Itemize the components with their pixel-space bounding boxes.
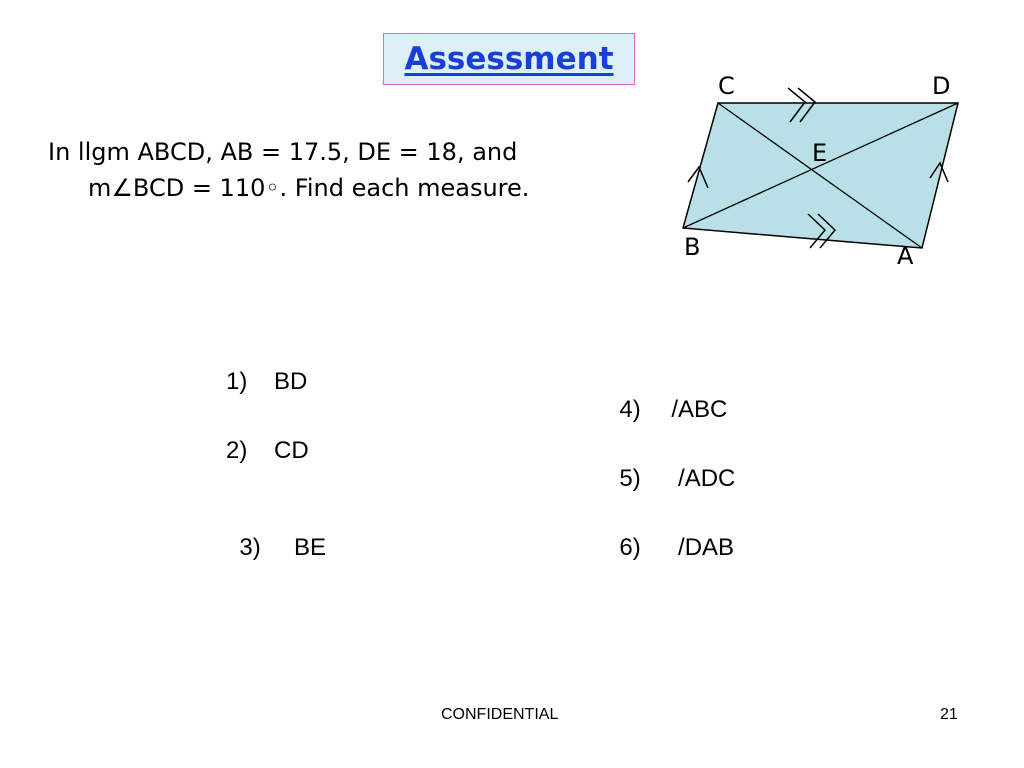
question-5: 5) /ADC xyxy=(606,437,735,493)
question-number: 1) xyxy=(226,368,248,395)
problem-statement: In llgm ABCD, AB = 17.5, DE = 18, and m∠… xyxy=(48,134,648,206)
question-6: 6) /DAB xyxy=(606,506,734,562)
parallel-mark-left xyxy=(687,165,709,189)
vertex-label-a: A xyxy=(897,242,914,270)
vertex-label-e: E xyxy=(812,139,827,167)
question-number: 6) xyxy=(619,534,641,561)
angle-bcd-text: BCD = 110 xyxy=(132,174,266,202)
question-angle: / xyxy=(671,465,685,492)
question-angle: / xyxy=(671,396,679,423)
diagonal-bd xyxy=(682,102,959,229)
question-4: 4) /ABC xyxy=(606,368,727,424)
page-title: Assessment xyxy=(404,41,614,77)
parallel-mark-top-2 xyxy=(797,87,817,123)
question-text: CD xyxy=(274,437,309,464)
angle-symbol: ∠ xyxy=(111,174,133,202)
question-2: 2) CD xyxy=(226,437,309,465)
parallel-mark-bottom-1 xyxy=(807,213,827,249)
vertex-label-c: C xyxy=(718,72,735,100)
page-number: 21 xyxy=(940,706,958,723)
parallel-mark-top-1 xyxy=(787,87,807,123)
problem-line-1: In llgm ABCD, AB = 17.5, DE = 18, and xyxy=(48,138,518,166)
question-number: 5) xyxy=(619,465,641,492)
question-number: 4) xyxy=(619,396,641,423)
question-text: ADC xyxy=(684,465,736,492)
question-number: 3) xyxy=(239,534,261,561)
question-text: BD xyxy=(274,368,308,395)
question-text: ABC xyxy=(678,396,728,423)
problem-instruction: . Find each measure. xyxy=(279,174,530,202)
problem-line-2: m∠BCD = 110◦. Find each measure. xyxy=(48,170,648,206)
footer-confidential: CONFIDENTIAL xyxy=(441,706,559,723)
parallel-mark-right xyxy=(929,161,949,183)
measure-prefix: m xyxy=(88,174,112,202)
question-angle: / xyxy=(671,534,685,561)
title-box: Assessment xyxy=(383,33,635,85)
question-number: 2) xyxy=(226,437,248,464)
degree-symbol: ◦ xyxy=(265,174,280,202)
vertex-label-b: B xyxy=(684,233,700,261)
question-1: 1) BD xyxy=(226,368,307,396)
vertex-label-d: D xyxy=(932,72,950,100)
question-3: 3) BE xyxy=(226,506,326,562)
diagonal-ca xyxy=(717,102,923,249)
parallelogram-diagram: C D E B A xyxy=(682,72,959,270)
question-text: DAB xyxy=(684,534,735,561)
question-text: BE xyxy=(287,534,327,561)
parallel-mark-bottom-2 xyxy=(817,213,837,249)
